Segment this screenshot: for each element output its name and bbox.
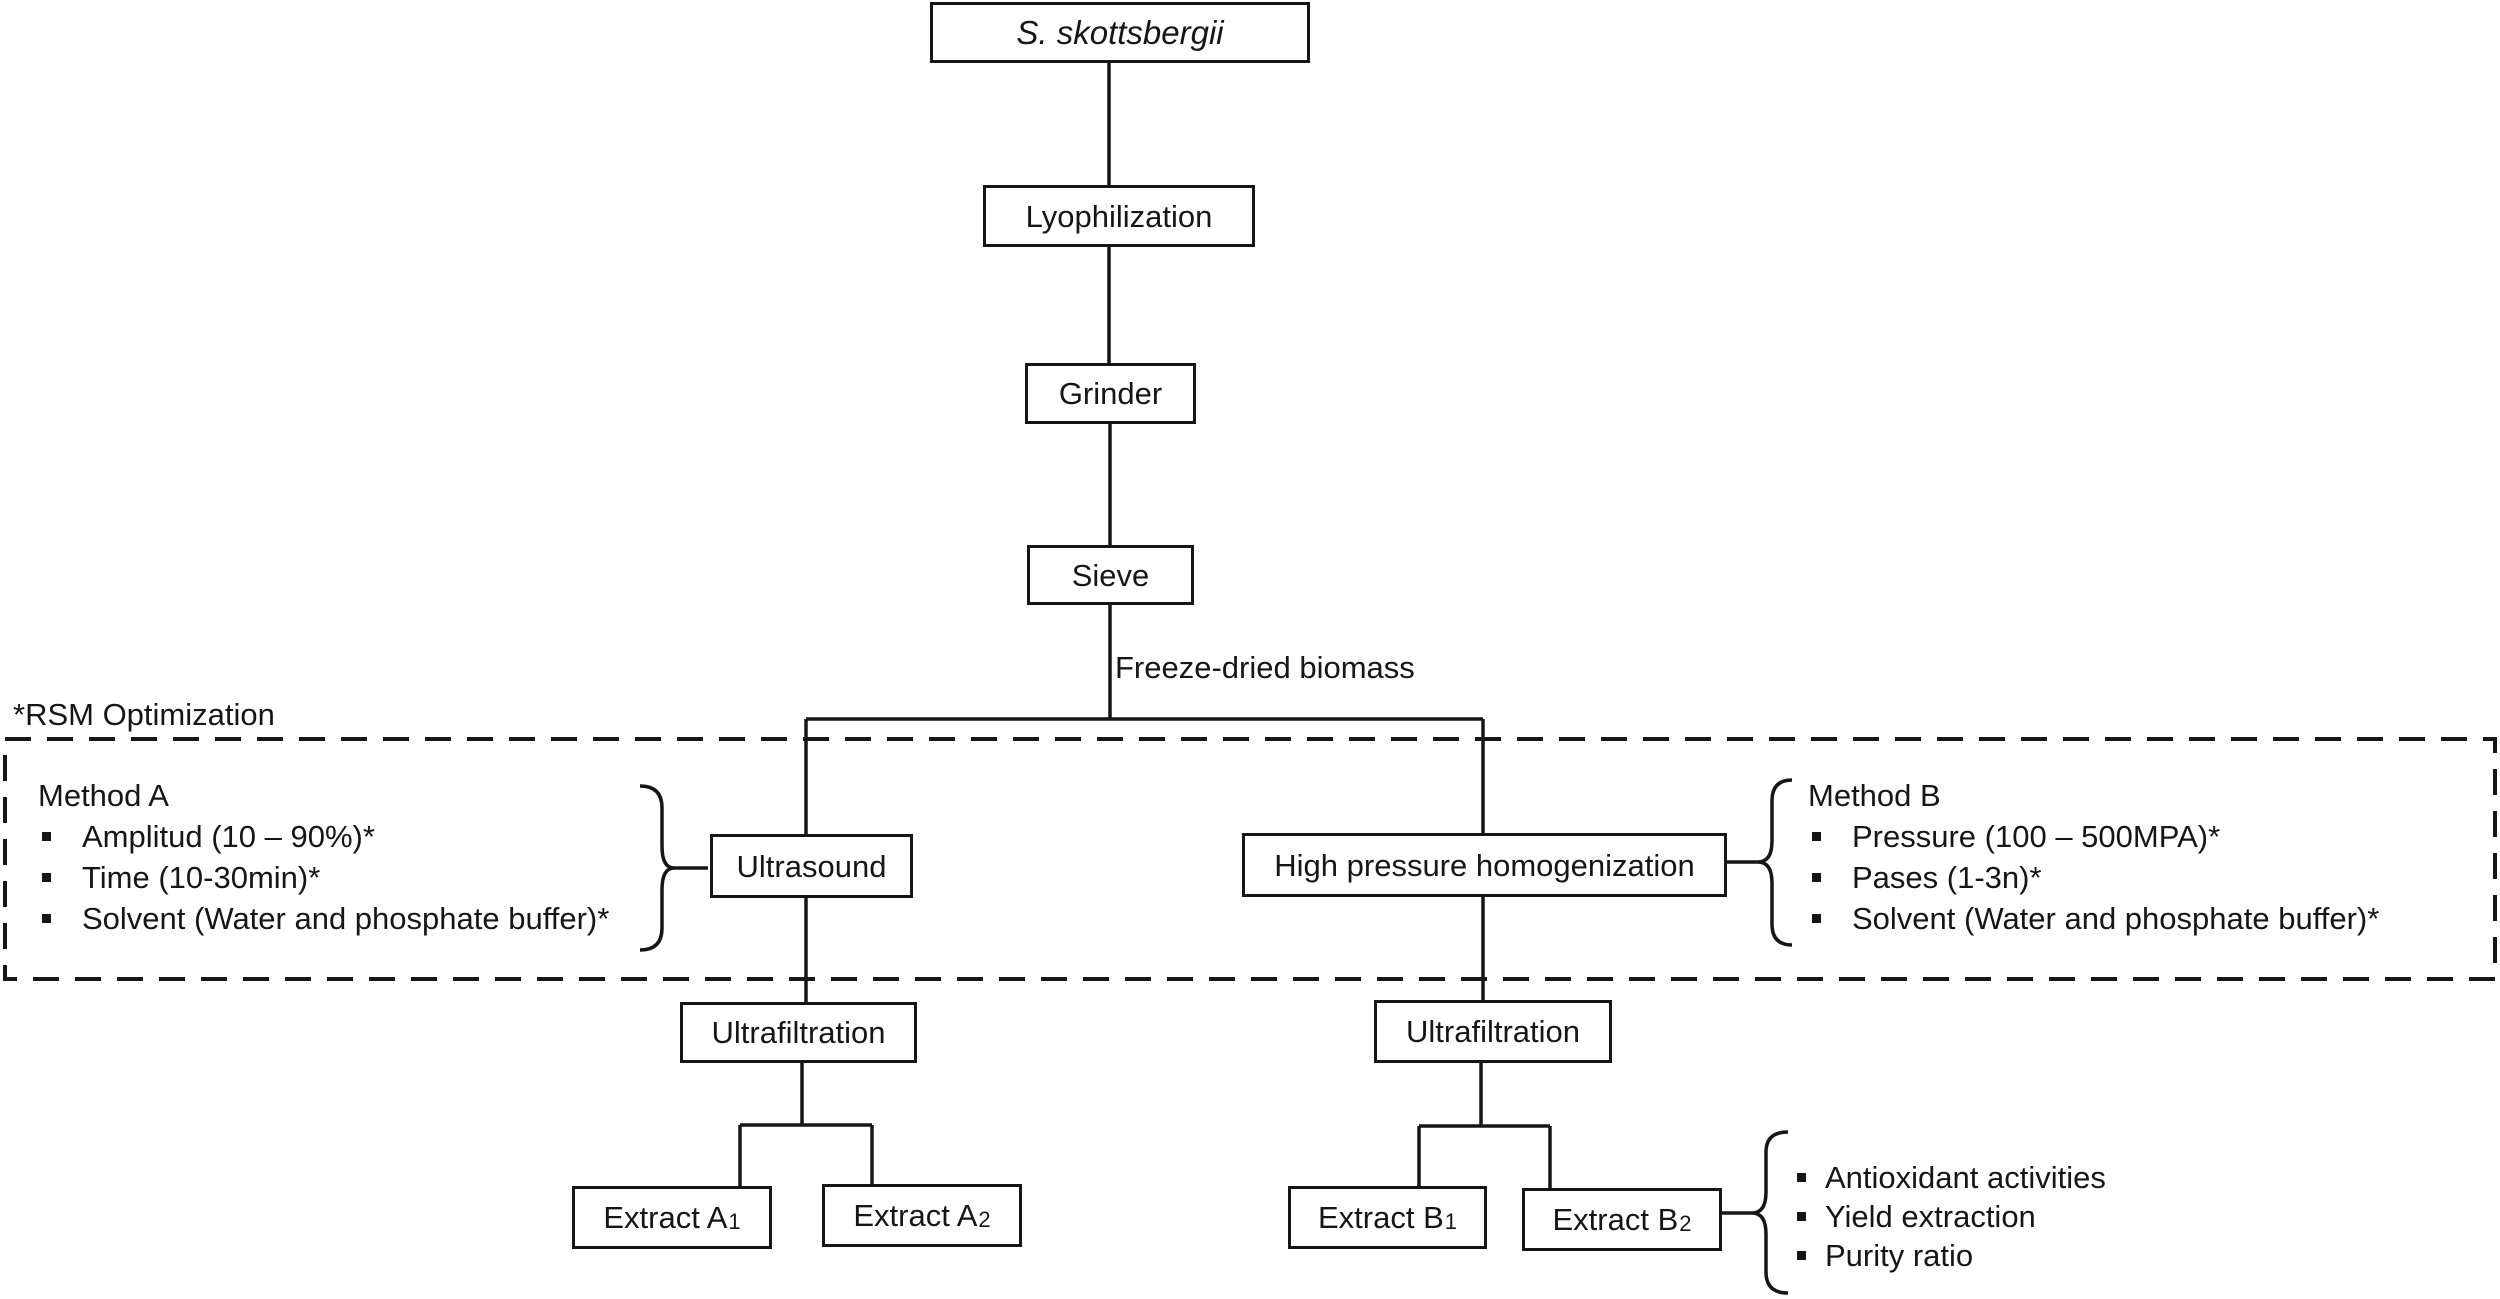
method-b-item-text: Solvent (Water and phosphate buffer)* — [1852, 901, 2380, 936]
bullet-icon — [1797, 1251, 1806, 1260]
rsm-optimization-note: *RSM Optimization — [13, 697, 275, 732]
bullet-icon — [1812, 873, 1821, 882]
extract-b1-label: Extract B — [1317, 1200, 1444, 1235]
output-item: Purity ratio — [1797, 1236, 2106, 1275]
main-chain-connectors — [1107, 63, 1112, 719]
method-b-item-text: Pressure (100 – 500MPA)* — [1852, 819, 2221, 854]
extract-a-fork — [738, 1063, 874, 1186]
outputs-block: Antioxidant activities Yield extraction … — [1797, 1158, 2106, 1275]
method-b-brace — [1727, 778, 1793, 947]
method-b-item-text: Pases (1-3n)* — [1852, 860, 2042, 895]
output-item: Antioxidant activities — [1797, 1158, 2106, 1197]
extract-b-fork — [1417, 1063, 1552, 1188]
method-a-item: Amplitud (10 – 90%)* — [38, 816, 609, 857]
node-ultrafiltration-a: Ultrafiltration — [680, 1002, 917, 1063]
extract-a1-label: Extract A — [603, 1200, 728, 1235]
node-sieve: Sieve — [1027, 545, 1194, 605]
bullet-icon — [1812, 832, 1821, 841]
output-item: Yield extraction — [1797, 1197, 2106, 1236]
method-a-block: Method A Amplitud (10 – 90%)* Time (10-3… — [38, 775, 609, 939]
method-b-item: Solvent (Water and phosphate buffer)* — [1808, 898, 2379, 939]
bullet-icon — [1812, 914, 1821, 923]
method-b-item: Pressure (100 – 500MPA)* — [1808, 816, 2379, 857]
method-a-title: Method A — [38, 778, 169, 813]
method-a-item-text: Amplitud (10 – 90%)* — [82, 819, 375, 854]
node-ultrasound: Ultrasound — [710, 834, 913, 898]
node-source-species: S. skottsbergii — [930, 2, 1310, 63]
output-item-text: Antioxidant activities — [1825, 1160, 2106, 1195]
bullet-icon — [1797, 1173, 1806, 1182]
node-lyophilization: Lyophilization — [983, 185, 1255, 247]
bullet-icon — [1797, 1212, 1806, 1221]
outputs-brace — [1722, 1130, 1789, 1295]
branch-connectors — [804, 717, 1485, 834]
node-grinder: Grinder — [1025, 363, 1196, 424]
bullet-icon — [42, 873, 51, 882]
extract-b2-label: Extract B — [1552, 1202, 1679, 1237]
output-item-text: Purity ratio — [1825, 1238, 1974, 1273]
bullet-icon — [42, 914, 51, 923]
extract-a2-label: Extract A — [853, 1198, 978, 1233]
node-ultrafiltration-b: Ultrafiltration — [1374, 1000, 1612, 1063]
method-a-brace — [639, 784, 708, 952]
method-b-title: Method B — [1808, 778, 1941, 813]
method-b-block: Method B Pressure (100 – 500MPA)* Pases … — [1808, 775, 2379, 939]
method-a-item-text: Time (10-30min)* — [82, 860, 321, 895]
bullet-icon — [42, 832, 51, 841]
method-a-item: Solvent (Water and phosphate buffer)* — [38, 898, 609, 939]
node-high-pressure-homogenization: High pressure homogenization — [1242, 833, 1727, 897]
rsm-region-border — [3, 737, 2497, 981]
method-a-item-text: Solvent (Water and phosphate buffer)* — [82, 901, 610, 936]
method-a-item: Time (10-30min)* — [38, 857, 609, 898]
ultrafiltration-connectors — [804, 897, 1485, 1002]
method-b-item: Pases (1-3n)* — [1808, 857, 2379, 898]
output-item-text: Yield extraction — [1825, 1199, 2036, 1234]
freeze-dried-biomass-label: Freeze-dried biomass — [1115, 650, 1415, 685]
